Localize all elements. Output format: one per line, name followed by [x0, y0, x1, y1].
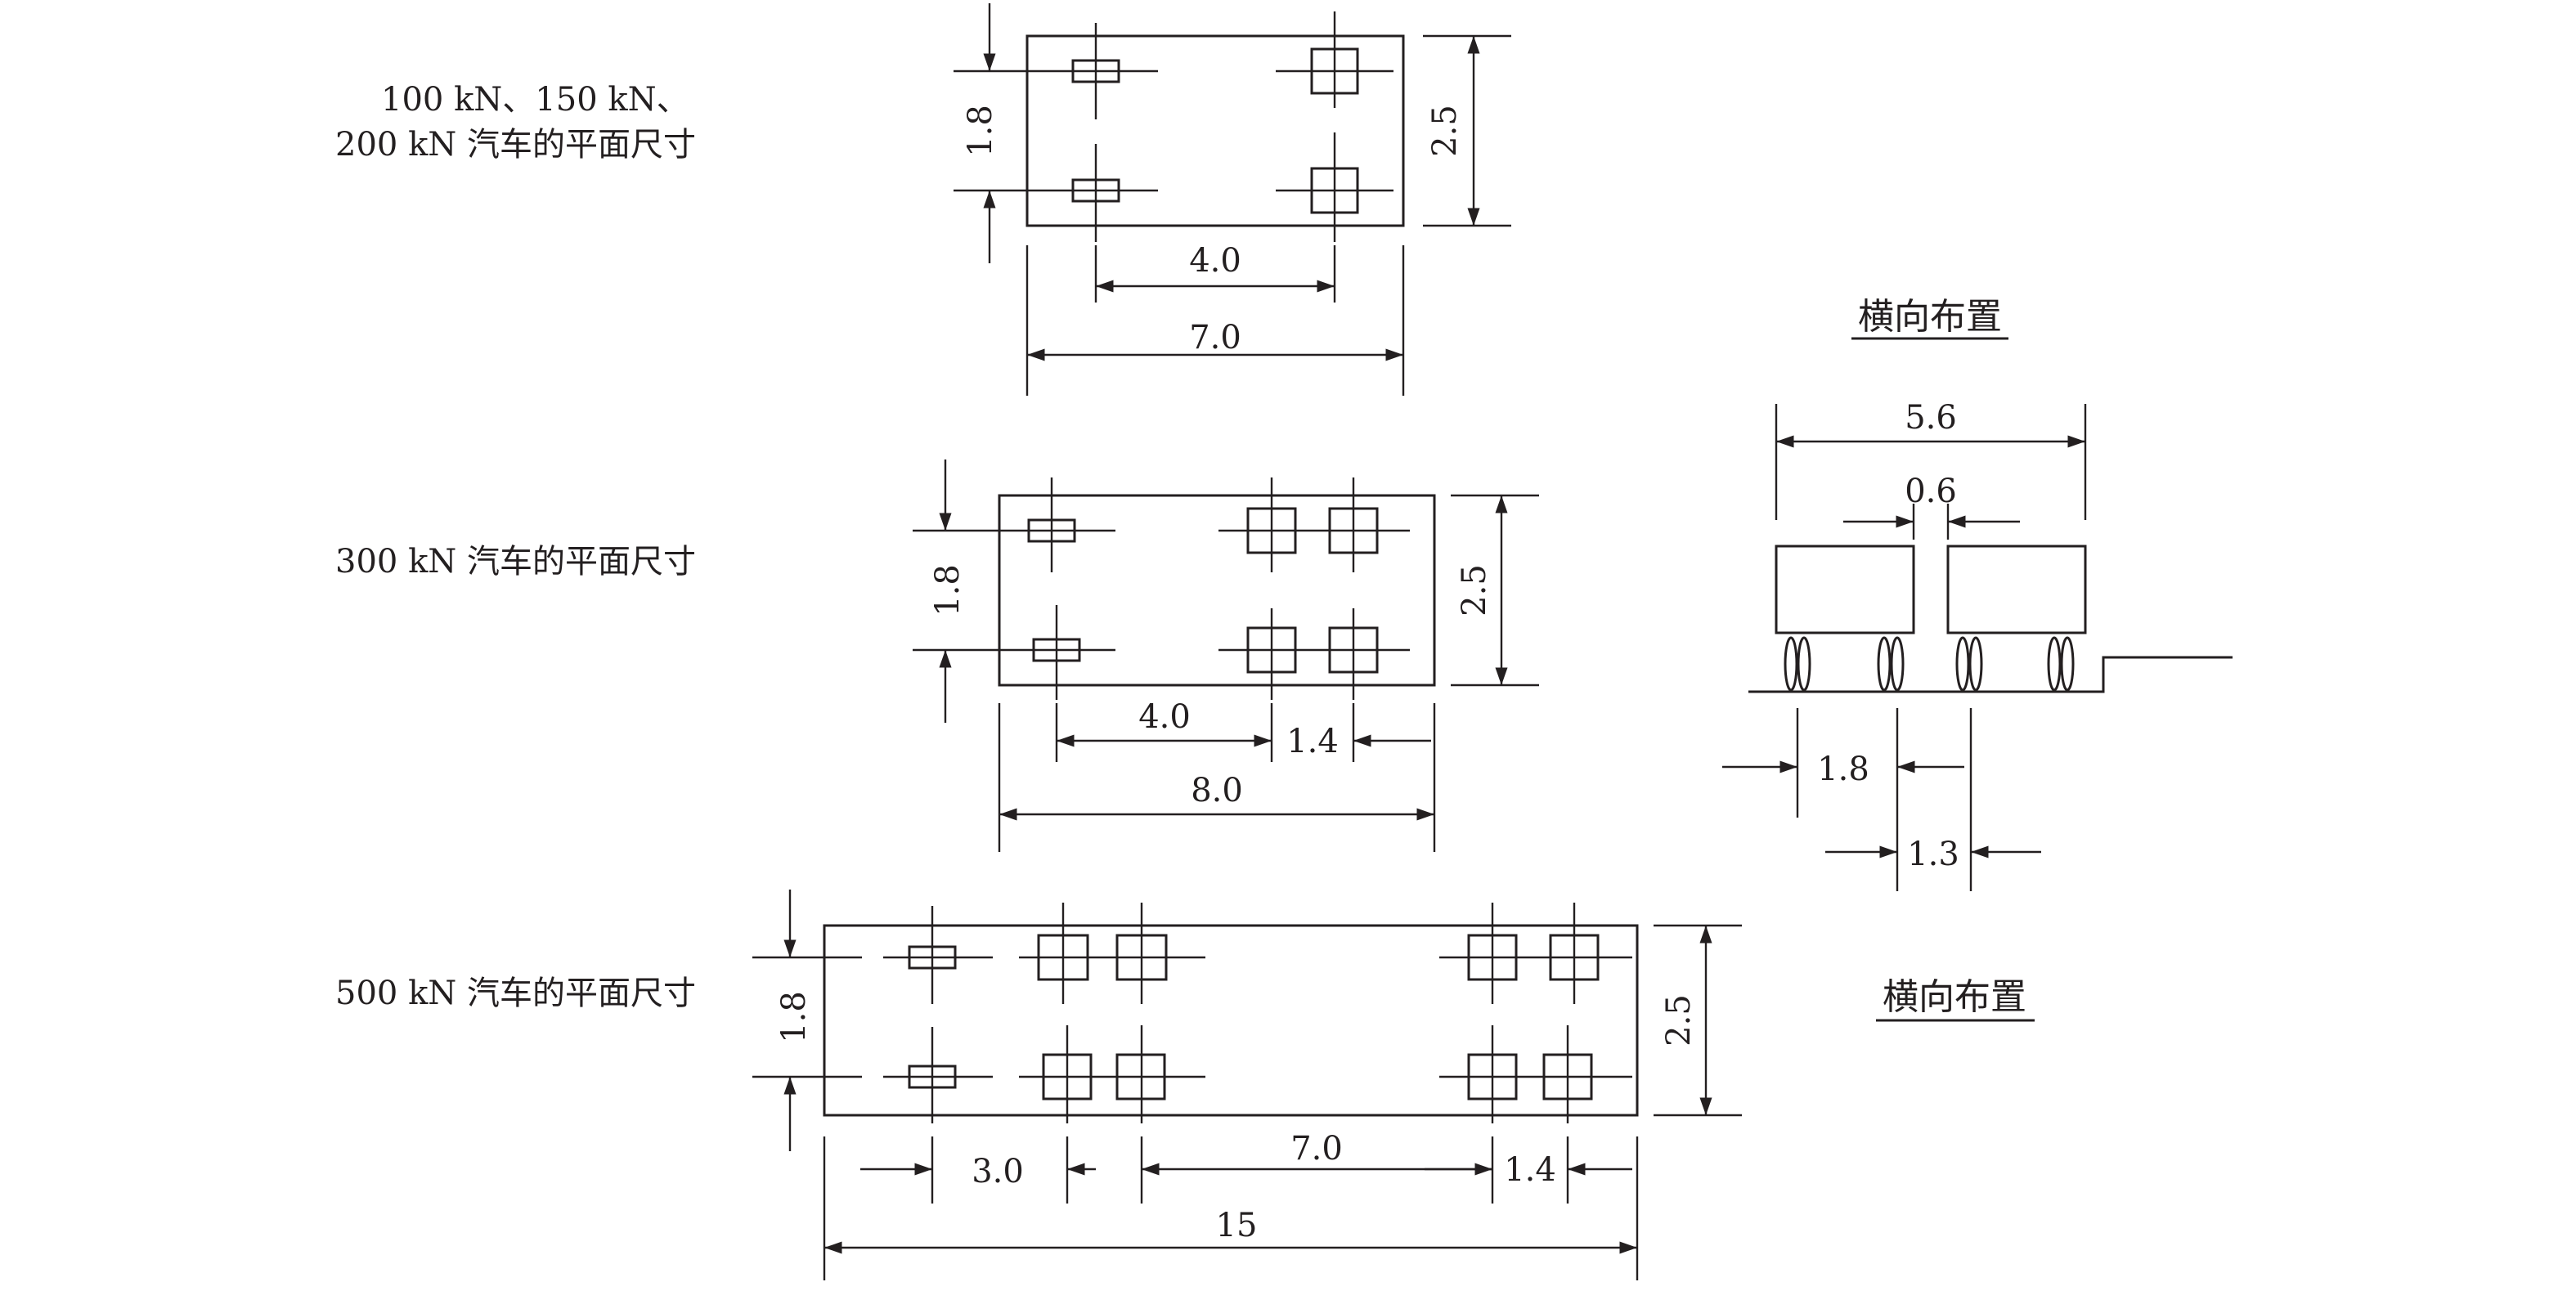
dim-track-width-label: 1.8	[775, 991, 813, 1043]
wheel-rear-left	[1276, 11, 1393, 108]
dim-rear-axle-label: 1.4	[1504, 1151, 1556, 1189]
wheel-front-left	[883, 906, 993, 1004]
dim-length-label: 15	[1216, 1207, 1258, 1244]
dim-length-label: 8.0	[1191, 772, 1243, 809]
dim-track-width: 1.8	[954, 3, 1048, 263]
vehicle-body-right	[1946, 545, 2087, 634]
dim-body-width-label: 2.5	[1426, 105, 1464, 157]
dim-body-width: 2.5	[1423, 34, 1511, 227]
dim-track-width: 1.8	[913, 459, 1011, 723]
wheel-middle-left	[1019, 903, 1205, 1004]
transverse-title: 横向布置	[1858, 296, 2002, 338]
vehicle-outline	[1025, 34, 1405, 227]
diagram-1-caption-line-1: 100 kN、150 kN、	[381, 81, 689, 119]
dim-total-label: 5.6	[1905, 399, 1957, 437]
wheel-rear-right	[1276, 132, 1393, 242]
diagram-1-caption-line-2: 200 kN 汽车的平面尺寸	[335, 126, 696, 164]
transverse-label-2: 横向布置	[1876, 976, 2035, 1022]
road-surface	[1748, 656, 2233, 693]
wheel-rear-left	[1439, 903, 1632, 1004]
diagram-500kn: 500 kN 汽车的平面尺寸	[335, 890, 1742, 1280]
dim-gap-label: 0.6	[1905, 473, 1957, 510]
vehicle-body-left	[1775, 545, 1915, 634]
dim-length-label: 7.0	[1189, 319, 1241, 356]
dim-middle-label: 7.0	[1290, 1130, 1343, 1168]
tyres	[1784, 636, 2075, 692]
vehicle-outline	[823, 924, 1639, 1117]
dim-body-width-label: 2.5	[1456, 564, 1493, 616]
vehicle-outline	[998, 494, 1436, 687]
wheel-front-right	[1011, 605, 1115, 700]
dim-body-width: 2.5	[1451, 494, 1539, 687]
dim-spacing-label: 1.3	[1907, 836, 1959, 873]
transverse-layout: 横向布置 5.6 0.6	[1722, 296, 2233, 891]
wheel-front-left	[1011, 477, 1115, 572]
diagram-2-caption: 300 kN 汽车的平面尺寸	[335, 543, 696, 581]
dim-front-label: 3.0	[972, 1153, 1024, 1190]
dim-track-width-label: 1.8	[962, 105, 999, 157]
wheel-rear-left	[1218, 477, 1410, 572]
diagram-300kn: 300 kN 汽车的平面尺寸	[335, 459, 1539, 852]
wheel-rear-right	[1218, 608, 1410, 700]
wheel-front-right	[1048, 144, 1158, 242]
wheel-front-right	[883, 1027, 993, 1123]
dim-track-width-label: 1.8	[929, 564, 967, 616]
diagram-3-caption: 500 kN 汽车的平面尺寸	[335, 975, 696, 1012]
diagram-100-200kn: 100 kN、150 kN、 200 kN 汽车的平面尺寸	[335, 3, 1511, 396]
dim-body-width-label: 2.5	[1660, 994, 1698, 1047]
wheel-middle-right	[1019, 1025, 1205, 1123]
wheel-front-left	[1048, 23, 1158, 119]
dim-body-width: 2.5	[1654, 924, 1742, 1117]
dim-axle-label: 4.0	[1189, 242, 1241, 280]
dim-axle-label: 4.0	[1138, 698, 1191, 736]
dim-track-label: 1.8	[1817, 751, 1869, 788]
dim-rear-axle-label: 1.4	[1286, 723, 1339, 760]
transverse-title-2: 横向布置	[1883, 976, 2026, 1018]
wheel-rear-right	[1439, 1025, 1632, 1123]
dim-track-width: 1.8	[752, 890, 862, 1151]
